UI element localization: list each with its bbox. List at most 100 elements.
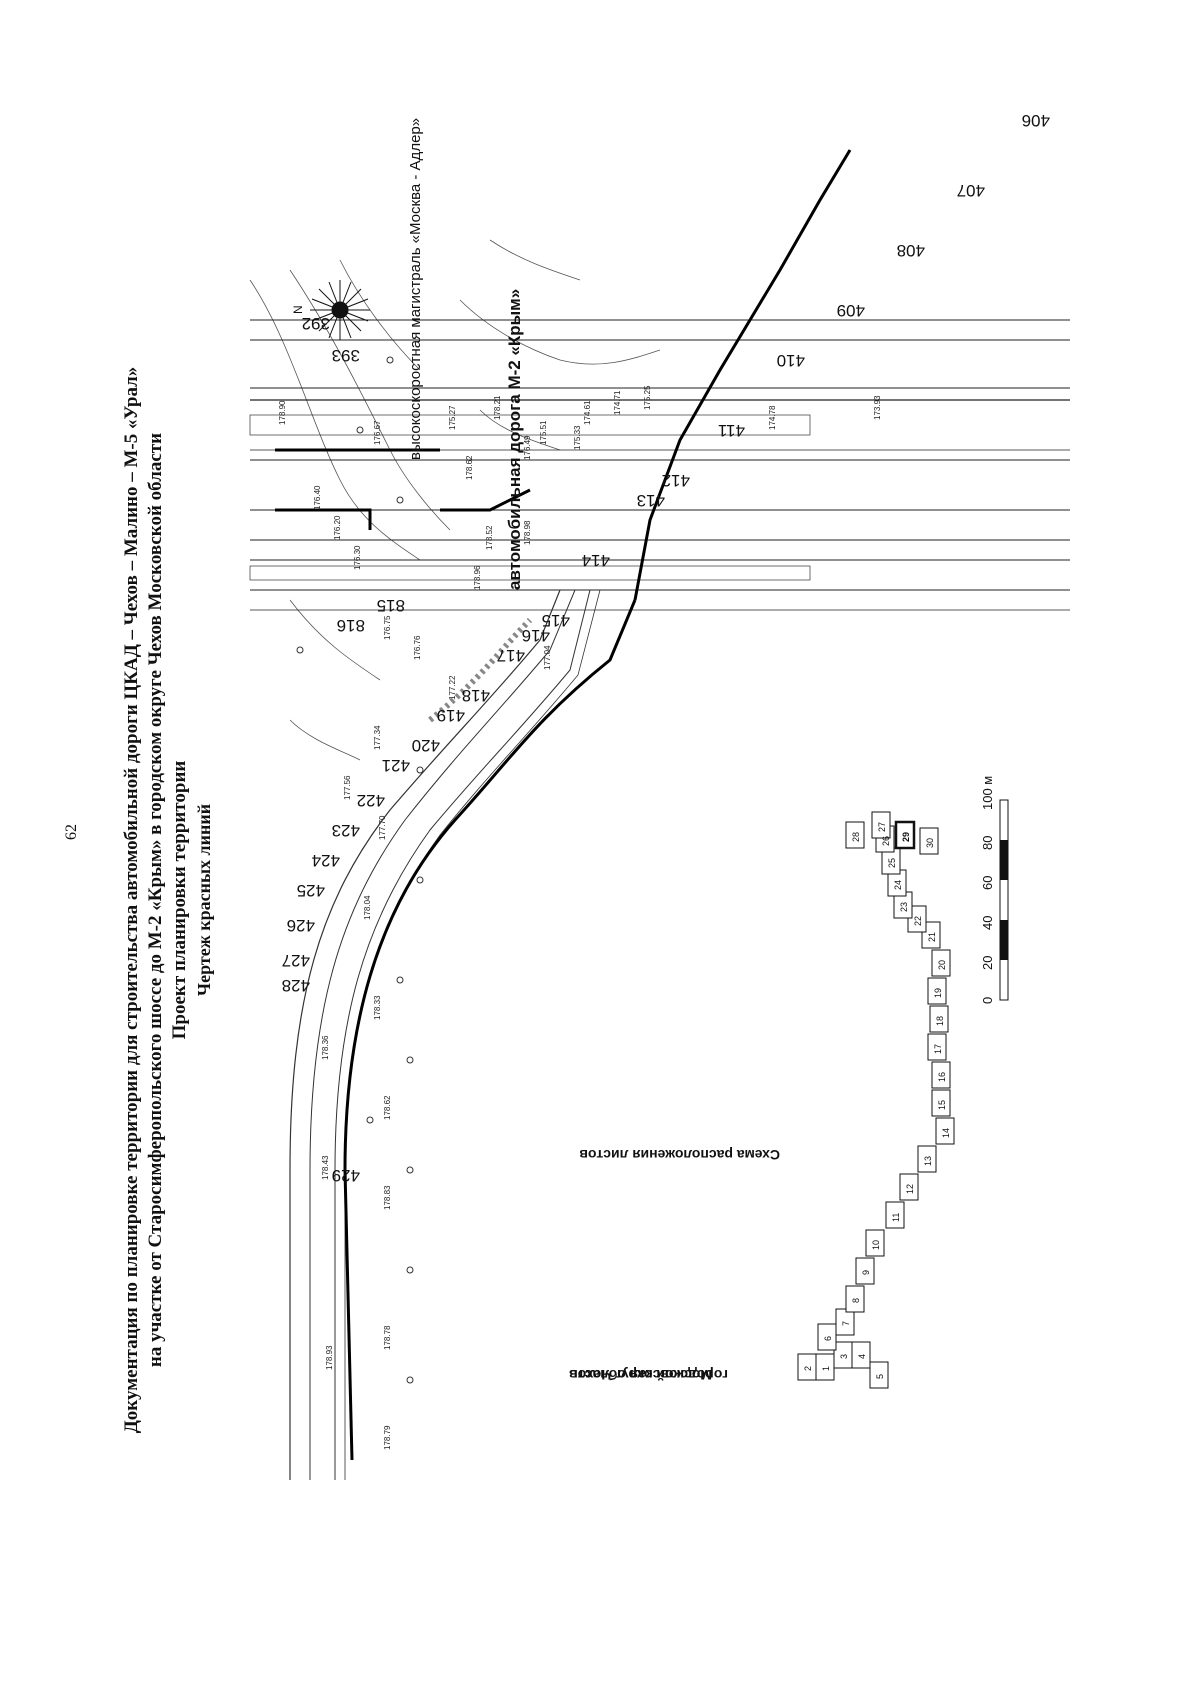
- schema-sheet-13: [917, 1145, 937, 1173]
- schema-sheet-number: 16: [937, 1072, 947, 1082]
- schema-sheet-number: 21: [927, 932, 937, 942]
- schema-sheet-number: 5: [875, 1374, 885, 1379]
- schema-sheet-14: [935, 1117, 955, 1145]
- point-label-406: 406: [1022, 111, 1050, 130]
- point-label-416: 416: [522, 626, 550, 645]
- elevation-mark: 176.67: [373, 420, 382, 445]
- point-label-415: 415: [542, 611, 570, 630]
- schema-sheet-number: 3: [839, 1354, 849, 1359]
- scale-tick-40: 40: [980, 916, 995, 930]
- survey-point-markers: [296, 356, 424, 1384]
- elevation-mark: 176.30: [353, 545, 362, 570]
- schema-sheet-number: 2: [803, 1366, 813, 1371]
- elevation-mark: 175.25: [643, 385, 652, 410]
- elevation-mark: 178.62: [465, 455, 474, 480]
- elevation-mark: 175.33: [573, 425, 582, 450]
- road-label-highway: высокоскоростная магистраль «Москва - Ад…: [407, 118, 424, 460]
- schema-sheet-19: [927, 977, 947, 1005]
- elevation-mark: 175.51: [539, 420, 548, 445]
- elevation-mark: 177.56: [343, 775, 352, 800]
- point-label-411: 411: [718, 421, 745, 440]
- schema-sheet-number: 28: [851, 832, 861, 842]
- point-label-419: 419: [437, 706, 465, 725]
- schema-sheet-28: [845, 821, 865, 849]
- point-label-426: 426: [287, 916, 315, 935]
- schema-sheet-number: 29: [901, 832, 911, 842]
- point-label-417: 417: [497, 646, 525, 665]
- region-label-line-1: Московская область: [569, 1367, 712, 1383]
- point-label-414: 414: [582, 551, 610, 570]
- scale-tick-20: 20: [980, 956, 995, 970]
- elevation-mark: 178.62: [383, 1095, 392, 1120]
- schema-sheet-number: 6: [823, 1336, 833, 1341]
- compass-north-letter: N: [291, 305, 305, 314]
- elevation-mark: 178.79: [383, 1425, 392, 1450]
- point-label-425: 425: [297, 881, 325, 900]
- point-label-420: 420: [412, 736, 440, 755]
- schema-sheet-17: [927, 1033, 947, 1061]
- point-label-424: 424: [312, 851, 340, 870]
- scale-tick-100: 100 м: [980, 776, 995, 810]
- elevation-mark: 175.27: [448, 405, 457, 430]
- scale-bar-segment: [1000, 840, 1008, 880]
- schema-sheet-number: 10: [871, 1240, 881, 1250]
- region-label-line-2: городской округ Чехов: [569, 1367, 728, 1383]
- point-label-418: 418: [462, 686, 490, 705]
- point-label-413: 413: [637, 491, 665, 510]
- point-label-408: 408: [897, 241, 925, 260]
- scale-tick-0: 0: [980, 997, 995, 1004]
- sheet-layout-schema-title: Схема расположения листов: [579, 1147, 780, 1163]
- point-label-427: 427: [282, 951, 310, 970]
- point-label-429: 429: [332, 1166, 360, 1185]
- schema-sheet-number: 27: [877, 822, 887, 832]
- elevation-mark: 174.71: [613, 390, 622, 415]
- elevation-mark: 178.90: [278, 400, 287, 425]
- schema-sheet-number: 26: [881, 836, 891, 846]
- schema-sheet-number: 11: [891, 1213, 901, 1222]
- schema-sheet-number: 25: [887, 858, 897, 868]
- schema-sheet-4: [851, 1341, 871, 1369]
- dashed-construction-line: [428, 617, 533, 723]
- road-label-m2: автомобильная дорога М-2 «Крым»: [505, 289, 524, 590]
- elevation-mark: 178.93: [325, 1345, 334, 1370]
- schema-sheet-number: 22: [913, 916, 923, 926]
- schema-sheet-10: [865, 1229, 885, 1257]
- scale-tick-80: 80: [980, 836, 995, 850]
- elevation-mark: 178.04: [363, 895, 372, 920]
- elevation-mark: 178.36: [321, 1035, 330, 1060]
- schema-sheet-number: 1: [821, 1366, 831, 1371]
- elevation-mark: 177.70: [378, 815, 387, 840]
- elevation-mark: 173.93: [873, 395, 882, 420]
- schema-sheet-number: 13: [923, 1156, 933, 1166]
- elevation-mark: 178.83: [383, 1185, 392, 1210]
- elevation-mark: 178.78: [383, 1325, 392, 1350]
- elevation-mark: 174.61: [583, 400, 592, 425]
- schema-sheet-number: 4: [857, 1354, 867, 1359]
- elevation-mark: 177.22: [448, 675, 457, 700]
- schema-sheet-number: 23: [899, 902, 909, 912]
- schema-sheet-number: 7: [841, 1321, 851, 1326]
- scale-bar-segment: [1000, 920, 1008, 960]
- schema-sheet-8: [845, 1285, 865, 1313]
- point-label-393: 393: [332, 346, 360, 365]
- schema-sheet-number: 24: [893, 880, 903, 890]
- point-label-815: 815: [377, 596, 405, 615]
- red-lines-map: 392 393 815 816 406 407 408 409 410 411 …: [249, 111, 1070, 1480]
- elevation-mark: 176.49: [523, 435, 532, 460]
- schema-sheet-number: 12: [905, 1184, 915, 1194]
- schema-sheet-number: 20: [937, 960, 947, 970]
- schema-sheet-number: 18: [935, 1016, 945, 1026]
- elevation-mark: 178.33: [373, 995, 382, 1020]
- red-line-point-labels: 392 393 815 816 406 407 408 409 410 411 …: [282, 111, 1050, 1185]
- elevation-mark: 178.52: [485, 525, 494, 550]
- elevation-mark: 177.04: [543, 645, 552, 670]
- schema-sheet-number: 14: [941, 1128, 951, 1138]
- elevation-mark: 174.78: [768, 405, 777, 430]
- elevation-mark: 178.98: [523, 520, 532, 545]
- point-label-428: 428: [282, 976, 310, 995]
- schema-sheet-20: [931, 949, 951, 977]
- rotated-drawing-sheet: Документация по планировке территории дл…: [60, 80, 1160, 1600]
- scale-tick-60: 60: [980, 876, 995, 890]
- schema-sheet-12: [899, 1173, 919, 1201]
